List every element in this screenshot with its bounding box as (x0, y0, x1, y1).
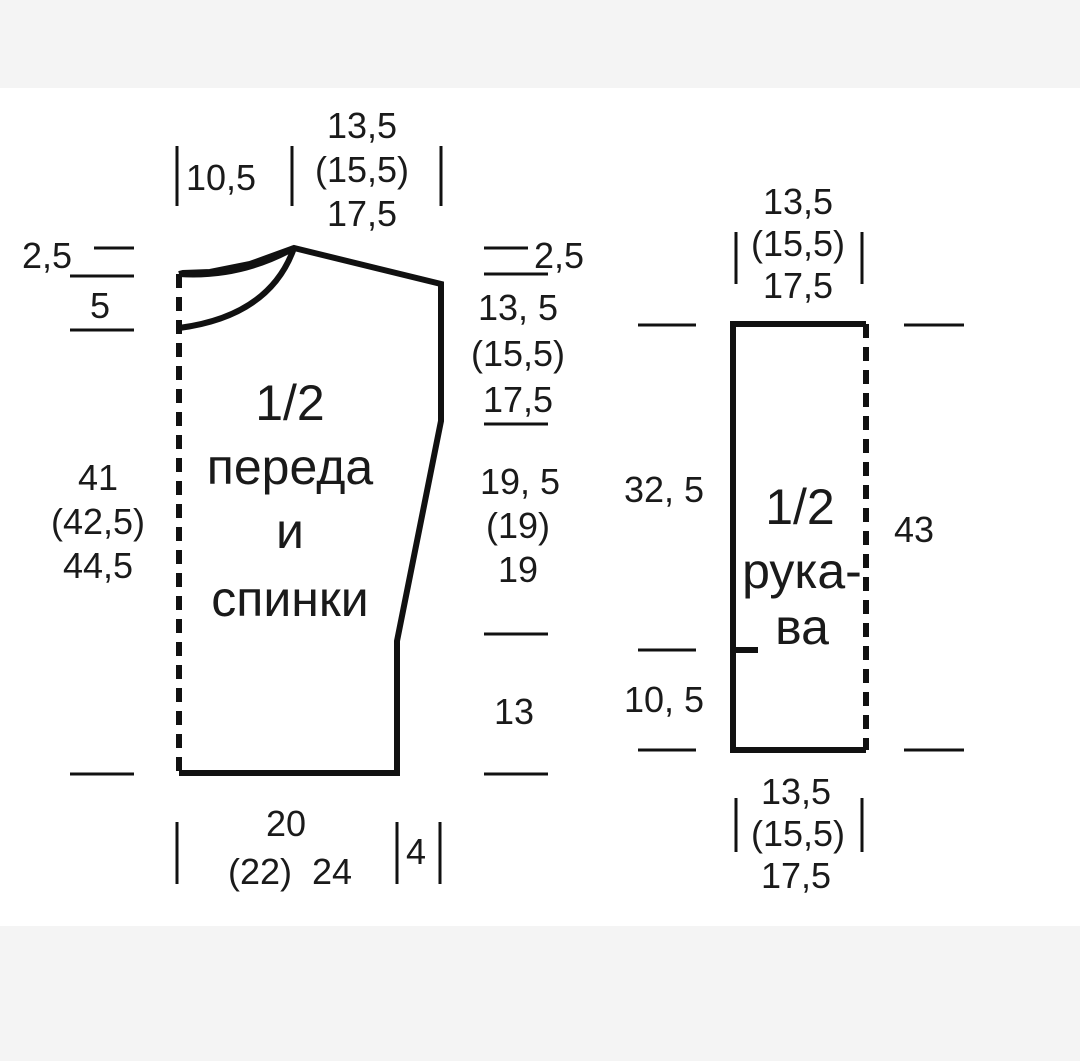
sleeve-dim-bottom-2: (15,5) (751, 813, 845, 854)
sleeve-piece: 1/2 рука- ва (730, 321, 869, 753)
dim-left-h1: 41 (78, 457, 118, 498)
dim-neck-3: 17,5 (327, 193, 397, 234)
front-neck-curve (178, 246, 297, 331)
sleeve-outline (730, 321, 866, 753)
pattern-diagram: 1/2 переда и спинки 10,5 13,5 (15,5) 17,… (0, 88, 1080, 926)
dim-right-25: 2,5 (534, 235, 584, 276)
sleeve-dim-top-2: (15,5) (751, 223, 845, 264)
sleeve-bottom-dims: 13,5 (15,5) 17,5 (734, 771, 864, 896)
sleeve-dim-bottom-1: 13,5 (761, 771, 831, 812)
body-outline (178, 244, 444, 776)
body-label-4: спинки (211, 571, 368, 627)
dim-neck-1: 13,5 (327, 105, 397, 146)
sleeve-dim-right: 43 (894, 509, 934, 550)
dim-right-a3: 17,5 (483, 379, 553, 420)
sleeve-dim-bottom-3: 17,5 (761, 855, 831, 896)
sleeve-dim-top-3: 17,5 (763, 265, 833, 306)
sleeve-label-1: 1/2 (765, 479, 835, 535)
dim-right-b2: (19) (486, 505, 550, 546)
body-right-dims: 2,5 13, 5 (15,5) 17,5 19, 5 (19) 19 13 (471, 235, 584, 776)
sleeve-side-dims: 32, 5 10, 5 43 (624, 323, 964, 752)
body-top-dims: 10,5 13,5 (15,5) 17,5 (175, 105, 443, 234)
dim-right-a2: (15,5) (471, 333, 565, 374)
dim-left-5: 5 (90, 285, 110, 326)
body-label-2: переда (207, 439, 374, 495)
sleeve-top-dims: 13,5 (15,5) 17,5 (734, 181, 864, 306)
sleeve-dim-left-b: 10, 5 (624, 679, 704, 720)
body-bottom-dims: 20 (22) 24 4 (175, 803, 442, 892)
dim-right-b1: 19, 5 (480, 461, 560, 502)
back-neck-curve (178, 245, 296, 278)
body-piece: 1/2 переда и спинки (176, 244, 444, 776)
dim-right-c: 13 (494, 691, 534, 732)
dim-bottom-w1: 20 (266, 803, 306, 844)
dim-bottom-w2: (22) 24 (228, 851, 352, 892)
body-label-1: 1/2 (255, 375, 325, 431)
body-left-dims: 2,5 5 41 (42,5) 44,5 (22, 235, 145, 776)
diagram-svg: 1/2 переда и спинки 10,5 13,5 (15,5) 17,… (22, 105, 964, 896)
dim-neck-2: (15,5) (315, 149, 409, 190)
sleeve-dim-left-a: 32, 5 (624, 469, 704, 510)
dim-left-25: 2,5 (22, 235, 72, 276)
dim-left-h2: (42,5) (51, 501, 145, 542)
body-label-3: и (276, 503, 304, 559)
sleeve-label-3: ва (775, 599, 829, 655)
dim-left-h3: 44,5 (63, 545, 133, 586)
sleeve-label-2: рука- (742, 543, 862, 599)
dim-shoulder: 10,5 (186, 157, 256, 198)
dim-right-a1: 13, 5 (478, 287, 558, 328)
dim-right-b3: 19 (498, 549, 538, 590)
sleeve-dim-top-1: 13,5 (763, 181, 833, 222)
dim-bottom-4: 4 (406, 831, 426, 872)
